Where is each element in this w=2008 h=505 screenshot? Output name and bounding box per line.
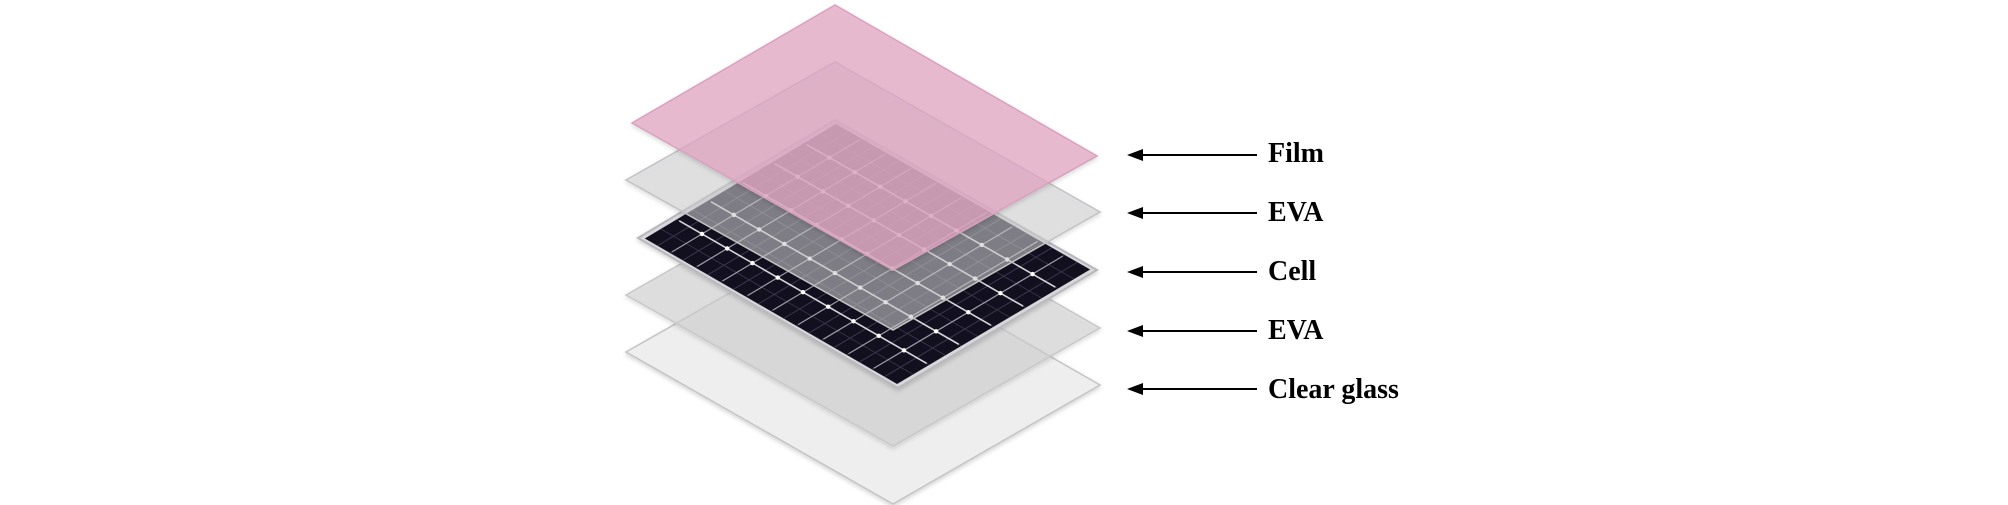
label-cell: Cell	[1268, 256, 1316, 287]
cell-junction	[775, 275, 780, 280]
arrowhead-eva-bottom	[1127, 325, 1143, 337]
arrowhead-clear-glass	[1127, 383, 1143, 395]
label-film: Film	[1268, 138, 1324, 169]
cell-junction	[750, 260, 755, 266]
cell-junction	[725, 246, 730, 251]
cell-junction	[876, 333, 881, 339]
label-clear-glass: Clear glass	[1268, 374, 1399, 405]
cell-junction	[826, 304, 831, 309]
label-eva-bottom: EVA	[1268, 315, 1324, 346]
film-layer	[630, 4, 1099, 271]
cell-junction	[966, 310, 971, 315]
cell-junction	[851, 319, 856, 324]
arrowhead-film	[1127, 149, 1143, 161]
cell-junction	[800, 289, 806, 295]
label-eva-top: EVA	[1268, 197, 1324, 228]
cell-junction	[933, 329, 939, 334]
cell-junction	[901, 348, 907, 353]
cell-junction	[1030, 271, 1035, 277]
arrowhead-eva-top	[1127, 207, 1143, 219]
cell-junction	[998, 290, 1003, 296]
cell-junction	[699, 231, 705, 237]
film-sheet	[630, 4, 1099, 271]
arrowhead-cell	[1127, 266, 1143, 278]
label-arrows	[1127, 149, 1257, 395]
